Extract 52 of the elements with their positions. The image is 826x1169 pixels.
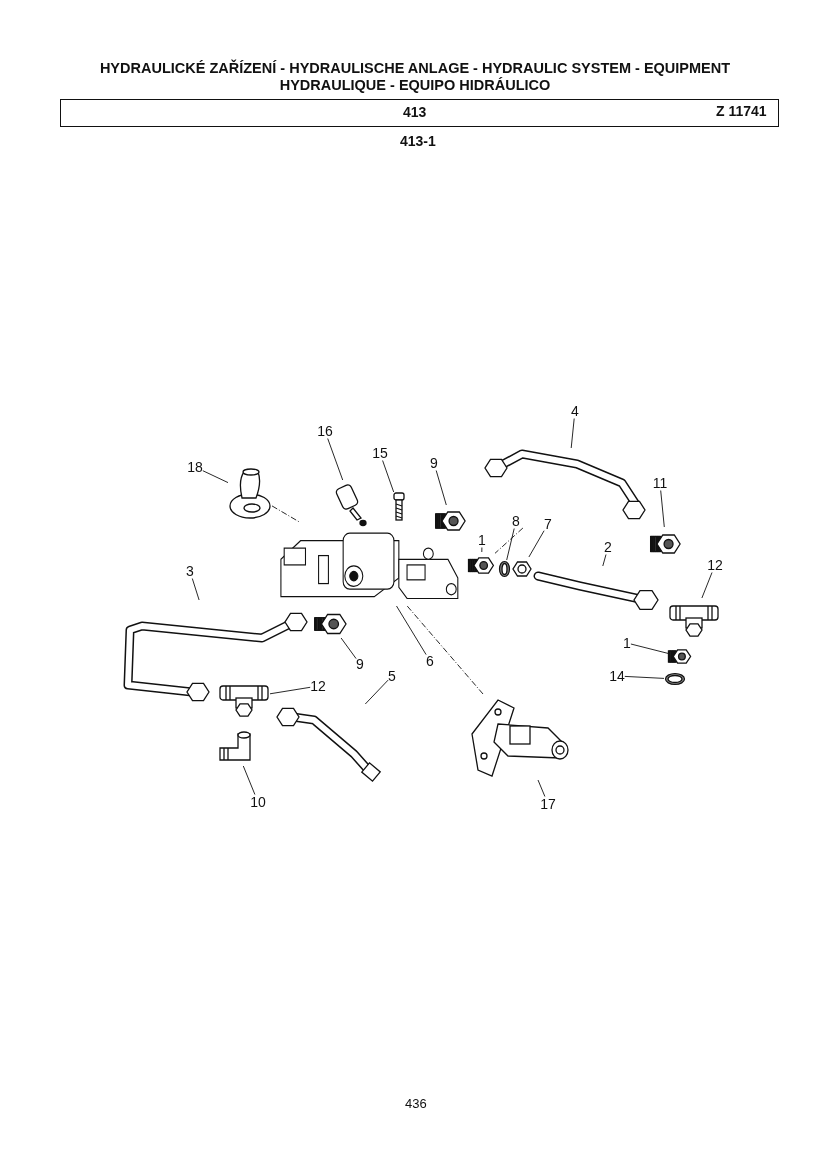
callout-number: 6 bbox=[426, 653, 434, 669]
seal-ring-drawing bbox=[664, 672, 686, 686]
callout-number: 9 bbox=[356, 656, 364, 672]
leader-line bbox=[191, 578, 200, 601]
figure-number: 413-1 bbox=[400, 133, 436, 149]
leader-line bbox=[602, 554, 607, 567]
assembly-line bbox=[271, 505, 300, 523]
leader-line bbox=[481, 547, 483, 553]
callout-number: 3 bbox=[186, 563, 194, 579]
callout-number: 14 bbox=[609, 668, 625, 684]
callout-number: 4 bbox=[571, 403, 579, 419]
callout-number: 8 bbox=[512, 513, 520, 529]
leader-line bbox=[570, 418, 575, 449]
callout-number: 1 bbox=[623, 635, 631, 651]
leader-line bbox=[327, 438, 344, 481]
callout-number: 18 bbox=[187, 459, 203, 475]
cap-drawing bbox=[228, 466, 272, 520]
leader-line bbox=[435, 470, 447, 506]
leader-line bbox=[202, 470, 229, 484]
drawing-number: Z 11741 bbox=[716, 103, 767, 119]
leader-line bbox=[340, 637, 357, 660]
callout-number: 11 bbox=[652, 475, 668, 491]
seal-ring-drawing bbox=[498, 560, 511, 578]
leader-line bbox=[537, 779, 546, 797]
callout-number: 10 bbox=[250, 794, 266, 810]
bolt-drawing bbox=[392, 492, 406, 522]
leader-line bbox=[506, 528, 515, 561]
page-number: 436 bbox=[405, 1096, 427, 1111]
leader-line bbox=[382, 460, 395, 493]
group-number: 413 bbox=[403, 104, 427, 120]
callout-number: 2 bbox=[604, 539, 612, 555]
leader-line bbox=[660, 490, 665, 528]
callout-number: 12 bbox=[310, 678, 326, 694]
leader-line bbox=[242, 765, 256, 795]
callout-number: 16 bbox=[317, 423, 333, 439]
callout-number: 5 bbox=[388, 668, 396, 684]
leader-line bbox=[396, 605, 427, 656]
leader-line bbox=[701, 572, 713, 599]
callout-number: 17 bbox=[540, 796, 556, 812]
callout-number: 1 bbox=[478, 532, 486, 548]
assembly-line bbox=[406, 605, 484, 695]
callout-number: 9 bbox=[430, 455, 438, 471]
leader-line bbox=[624, 675, 665, 679]
leader-line bbox=[630, 643, 669, 654]
page-title: HYDRAULICKÉ ZAŘÍZENÍ - HYDRAULISCHE ANLAGE - HYDRAULIC SYSTEM - EQUIPMENT HYDRAULIQUE - EQUIPO HIDRÁULICO bbox=[98, 60, 732, 94]
leader-line bbox=[269, 686, 311, 695]
callout-number: 7 bbox=[544, 516, 552, 532]
callout-number: 12 bbox=[707, 557, 723, 573]
leader-line bbox=[528, 530, 545, 558]
leader-line bbox=[364, 679, 389, 705]
callout-number: 15 bbox=[372, 445, 388, 461]
assembly-line bbox=[494, 527, 524, 554]
